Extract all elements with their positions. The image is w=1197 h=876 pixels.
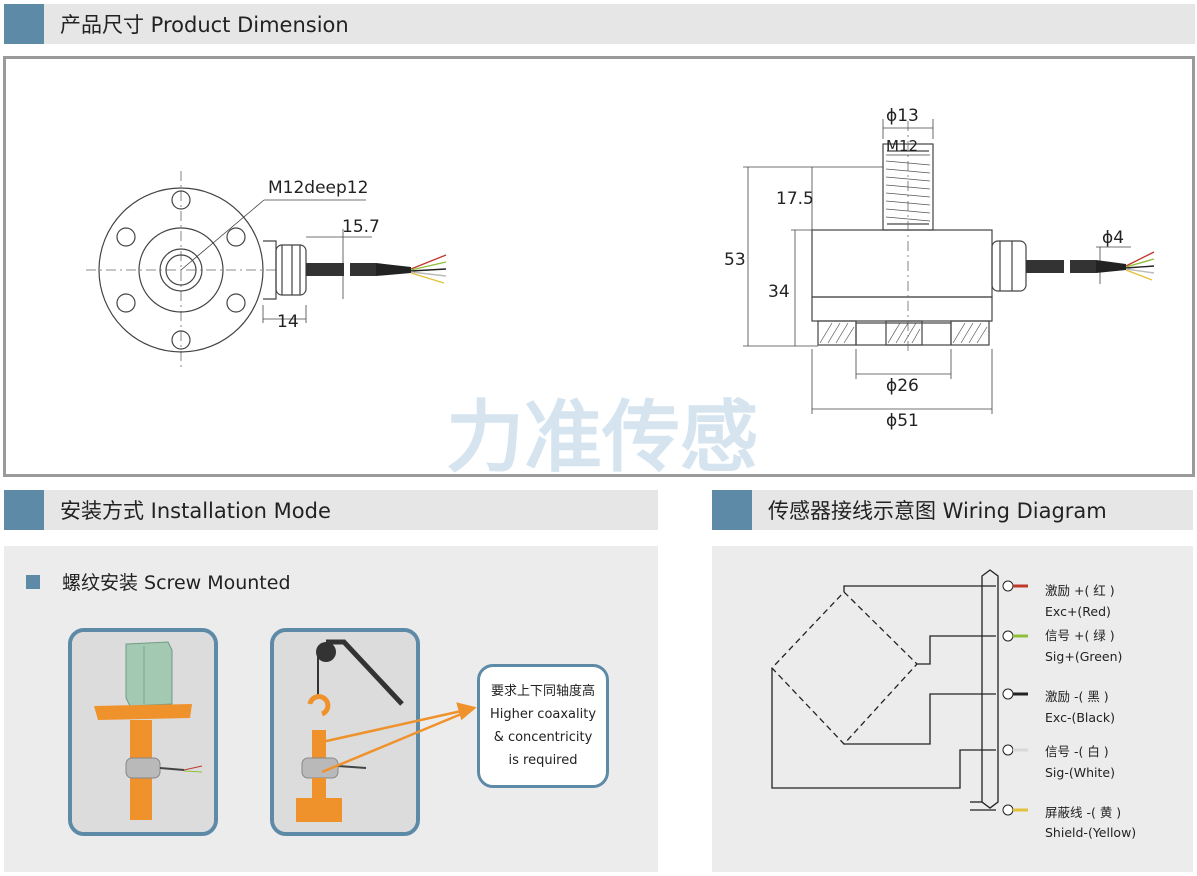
dim-gland-offset-label: 14 [277,312,299,332]
wire-label-cn: 屏蔽线 -( 黄 ) [1045,805,1121,820]
note-line: & concentricity [493,730,593,745]
section-tab-marker [4,4,44,44]
note-line: is required [508,753,578,768]
dim-stud-height-label: 17.5 [776,189,814,209]
wire-label-cn: 激励 +( 红 ) [1045,583,1115,598]
feet-hatch [819,322,988,344]
dim-base-diameter-label: ϕ26 [886,376,919,396]
section-header-dimension: 产品尺寸 Product Dimension [4,4,1195,44]
wheatstone-bridge [771,569,999,811]
section-title: 安装方式 Installation Mode [60,499,331,523]
section-tab-marker [4,490,44,530]
terminal-exc-minus [1002,688,1028,700]
side-cable [1026,251,1155,281]
wiring-panel: 激励 +( 红 ) Exc+(Red) 信号 +( 绿 ) Sig+(Green… [712,546,1193,872]
terminal-sig-plus [1002,630,1028,642]
dim-total-height-label: 53 [724,250,746,270]
dim-body-diameter-label: ϕ51 [886,411,919,431]
screw-mount-illustration-2 [270,628,420,836]
wire-label-en: Exc-(Black) [1045,710,1115,725]
terminal-sig-minus [1002,744,1028,756]
section-header-wiring: 传感器接线示意图 Wiring Diagram [712,490,1193,530]
dim-thread-label: M12deep12 [268,178,368,198]
dimension-drawing: 力准传感 [86,106,1155,483]
bullet-square [26,574,40,589]
front-cable [306,254,447,284]
side-view [743,119,1131,414]
installation-mode-label: 螺纹安装 Screw Mounted [62,572,291,594]
screw-mount-illustration-1 [68,628,218,836]
stud-thread-hatch [885,160,931,222]
watermark: 力准传感 [446,393,758,474]
section-title: 传感器接线示意图 Wiring Diagram [768,499,1107,523]
installation-panel: 螺纹安装 Screw Mounted [4,546,658,872]
coaxiality-note: 要求上下同轴度高 Higher coaxality & concentricit… [477,664,609,788]
dim-gland-length-label: 15.7 [342,217,380,237]
wire-label-en: Sig+(Green) [1045,649,1122,664]
screw-mount-drawing [72,632,214,832]
terminal-exc-plus [1002,580,1028,592]
hook-mount-drawing [274,632,416,832]
wire-label-cn: 信号 +( 绿 ) [1045,628,1115,643]
terminal-shield [1002,804,1028,816]
dim-stud-diameter-label: ϕ13 [886,106,919,126]
dim-cable-diameter-label: ϕ4 [1102,228,1124,248]
wire-terminals [1002,580,1028,816]
dim-body-height-label: 34 [768,282,790,302]
dimension-drawing-panel: 力准传感 [3,56,1195,483]
note-line: Higher coaxality [489,707,597,722]
section-tab-marker [712,490,752,530]
wiring-diagram: 激励 +( 红 ) Exc+(Red) 信号 +( 绿 ) Sig+(Green… [771,569,1136,840]
wire-label-en: Shield-(Yellow) [1045,825,1136,840]
wire-label-cn: 信号 -( 白 ) [1045,744,1109,759]
note-line: 要求上下同轴度高 [490,684,595,699]
wire-label-cn: 激励 -( 黑 ) [1045,689,1109,704]
wire-label-en: Sig-(White) [1045,765,1115,780]
installation-mode-title: 螺纹安装 Screw Mounted [26,568,291,595]
dim-stud-thread-label: M12 [886,137,918,155]
section-title: 产品尺寸 Product Dimension [60,13,349,37]
wire-label-en: Exc+(Red) [1045,604,1111,619]
section-header-installation: 安装方式 Installation Mode [4,490,658,530]
